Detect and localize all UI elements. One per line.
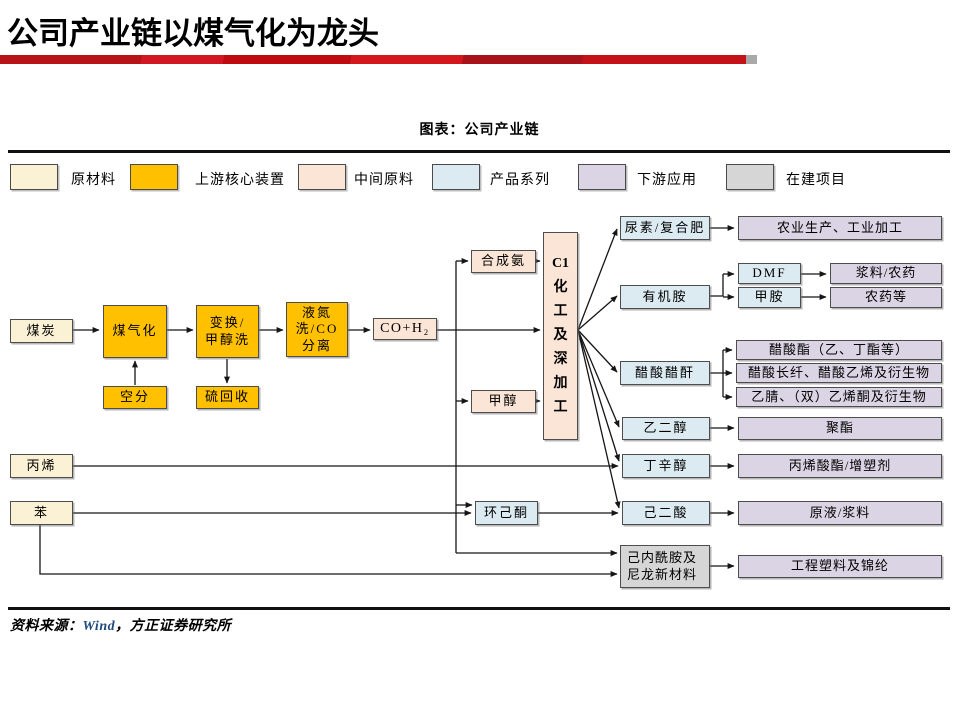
node-ln-wash-co-separation: 液氮洗/CO分离: [286, 302, 348, 357]
node-coal-gasification: 煤气化: [103, 305, 167, 358]
separator-top: [8, 150, 950, 153]
legend-label-downstream: 下游应用: [637, 173, 697, 188]
node-methylamine: 甲胺: [738, 287, 801, 308]
node-adipic-acid: 己二酸: [622, 501, 710, 525]
page-title: 公司产业链以煤气化为龙头: [7, 16, 379, 52]
source-rest: ，方正证券研究所: [115, 619, 232, 634]
legend-label-raw-materials: 原材料: [71, 173, 116, 188]
legend-label-intermediates: 中间原料: [354, 173, 414, 188]
node-acetate-esters: 醋酸酯（乙、丁酯等）: [736, 340, 942, 360]
node-pesticide-etc: 农药等: [830, 287, 942, 308]
node-agriculture-industry: 农业生产、工业加工: [738, 216, 942, 240]
node-cyclohexanone: 环己酮: [475, 501, 538, 525]
node-propylene: 丙烯: [10, 454, 73, 478]
node-sulfur-recovery: 硫回收: [196, 386, 259, 409]
node-butanol-octanol: 丁辛醇: [622, 454, 710, 478]
node-air-separation: 空分: [103, 386, 167, 409]
title-underline-bar: [0, 55, 746, 64]
node-dmf: DMF: [738, 263, 801, 284]
node-acetic-acid-anhydride: 醋酸醋酐: [620, 361, 710, 385]
node-acetate-fiber-derivatives: 醋酸长纤、醋酸乙烯及衍生物: [736, 363, 942, 383]
legend-swatch-downstream: [578, 164, 626, 190]
title-underline-bar-tip: [746, 55, 757, 64]
node-caprolactam-nylon: 己内酰胺及尼龙新材料: [620, 545, 710, 588]
node-polyester: 聚酯: [738, 417, 942, 440]
node-benzene: 苯: [10, 501, 73, 525]
legend-swatch-product-series: [432, 164, 480, 190]
legend-swatch-core-units: [130, 164, 178, 190]
node-syn-ammonia: 合成氨: [471, 250, 536, 273]
node-acetonitrile-ketene-derivatives: 乙腈、（双）乙烯酮及衍生物: [736, 387, 942, 407]
node-pulp-pesticide: 浆料/农药: [830, 263, 942, 284]
chart-caption: 图表：公司产业链: [419, 123, 540, 138]
node-co-h2: CO+H₂: [373, 318, 437, 340]
source-wind: Wind: [82, 619, 116, 634]
source-prefix: 资料来源：: [10, 619, 83, 634]
node-urea-fertilizer: 尿素/复合肥: [620, 216, 710, 240]
source-note: 资料来源：Wind，方正证券研究所: [10, 615, 231, 635]
node-coal: 煤炭: [10, 319, 73, 343]
node-ethylene-glycol: 乙二醇: [622, 417, 710, 440]
legend-label-product-series: 产品系列: [490, 173, 550, 188]
node-engineering-plastics-nylon: 工程塑料及锦纶: [738, 555, 942, 578]
legend-swatch-raw-materials: [10, 164, 58, 190]
node-methanol: 甲醇: [471, 390, 536, 413]
node-acrylate-plasticizer: 丙烯酸酯/增塑剂: [738, 454, 942, 478]
node-organic-amine: 有机胺: [620, 285, 710, 309]
separator-bottom: [8, 607, 950, 610]
node-dope-pulp: 原液/浆料: [738, 501, 942, 525]
legend-swatch-intermediates: [298, 164, 346, 190]
legend-label-core-units: 上游核心装置: [195, 173, 285, 188]
node-shift-methanol-wash: 变换/甲醇洗: [196, 305, 259, 358]
legend-label-under-construction: 在建项目: [786, 173, 846, 188]
legend-swatch-under-construction: [726, 164, 774, 190]
